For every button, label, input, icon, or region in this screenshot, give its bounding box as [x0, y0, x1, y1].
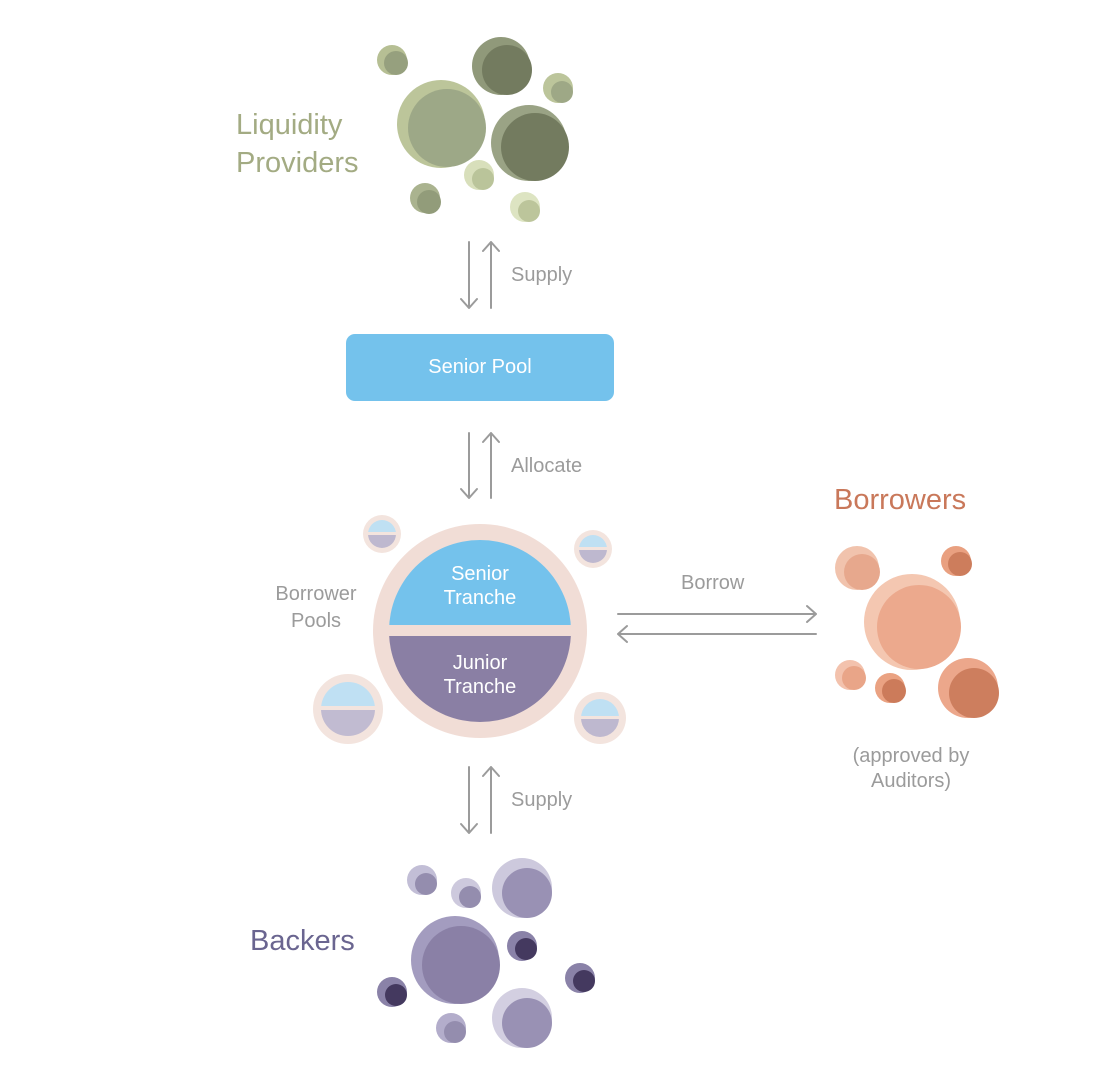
lp-bubble [472, 37, 532, 95]
mini-pool [574, 530, 612, 568]
junior-tranche-label: Junior Tranche [443, 652, 517, 698]
borrower-bubble [835, 546, 880, 590]
lp-bubble [377, 45, 408, 75]
lp-bubble [397, 80, 486, 168]
backer-bubble [492, 858, 552, 918]
supply-arrows-bottom [460, 766, 500, 834]
borrower-pools-label: Borrower Pools [275, 583, 357, 632]
backer-bubble [436, 1013, 466, 1043]
mini-pool [574, 692, 626, 744]
lp-bubble [510, 192, 540, 222]
mini-pool [363, 515, 401, 553]
backers-cluster [377, 858, 595, 1048]
senior-pool-box: Senior Pool [346, 334, 614, 401]
lp-bubble [464, 160, 494, 190]
backer-bubble [411, 916, 500, 1004]
supply-label-top: Supply [511, 264, 573, 286]
backer-bubble [407, 865, 437, 895]
senior-pool-label: Senior Pool [428, 356, 532, 378]
approved-by-auditors-note: (approved by Auditors) [852, 745, 970, 792]
lp-bubble [543, 73, 573, 103]
borrow-label: Borrow [681, 572, 745, 594]
backer-bubble [565, 963, 595, 993]
backer-bubble [507, 931, 537, 961]
borrower-bubble [938, 658, 999, 718]
mini-pool [313, 674, 383, 744]
liquidity-providers-cluster [377, 37, 573, 222]
liquidity-providers-label: Liquidity Providers [236, 109, 359, 179]
borrower-bubble [941, 546, 972, 576]
lp-bubble [410, 183, 441, 214]
borrowers-label: Borrowers [834, 484, 967, 516]
backer-bubble [451, 878, 481, 908]
supply-arrows-top [460, 241, 500, 309]
allocate-label: Allocate [511, 455, 583, 477]
backer-bubble [377, 977, 407, 1007]
borrower-bubble [875, 673, 906, 703]
borrowers-cluster [835, 546, 999, 718]
borrower-bubble [835, 660, 866, 690]
backer-bubble [492, 988, 552, 1048]
supply-label-bottom: Supply [511, 789, 573, 811]
arrows [460, 241, 817, 834]
backers-label: Backers [250, 925, 355, 957]
allocate-arrows [460, 432, 500, 499]
lp-bubble [491, 105, 569, 181]
senior-tranche-label: Senior Tranche [443, 563, 517, 609]
borrow-arrows [617, 605, 817, 643]
borrower-bubble [864, 574, 961, 670]
borrower-pools-graphic [313, 515, 626, 744]
